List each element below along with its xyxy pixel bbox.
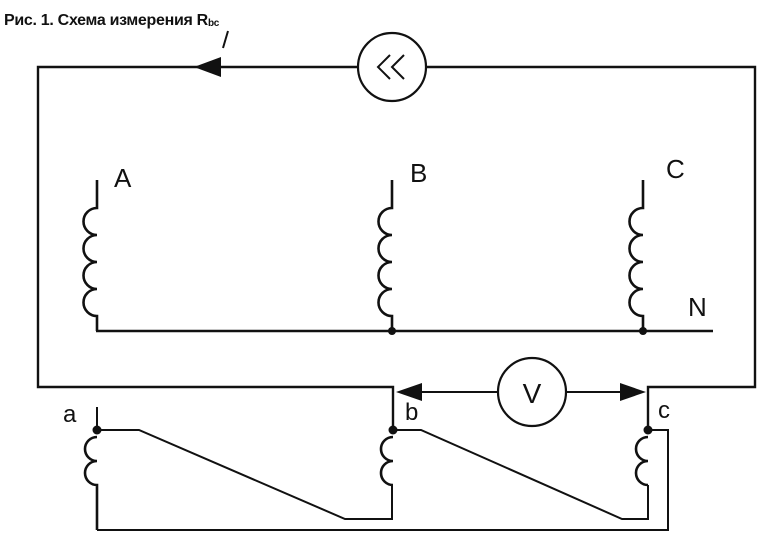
terminal-b-dot [388, 425, 398, 435]
inductor-coil-c-secondary-icon [634, 435, 649, 487]
junction-dot [388, 327, 396, 335]
label-C: C [666, 154, 685, 184]
inductor-coil-c-icon [628, 180, 645, 331]
secondary-winding-b: b [379, 399, 649, 520]
title-pointer-line [222, 30, 229, 49]
figure-title: Рис. 1. Схема измерения Rbc [4, 12, 219, 30]
current-loop-right-wire [425, 65, 757, 432]
label-a: a [63, 401, 77, 428]
delta-link-a-b [97, 429, 393, 520]
secondary-winding-a: a [63, 401, 393, 530]
terminal-a-dot [92, 425, 102, 435]
double-chevron-left-icon [376, 54, 405, 80]
secondary-winding-c: c [97, 397, 670, 531]
voltmeter-arrow-right-icon [620, 383, 646, 401]
current-source [356, 31, 428, 103]
junction-dot [639, 327, 647, 335]
primary-winding-a: A [82, 163, 132, 331]
inductor-coil-b-secondary-icon [379, 435, 394, 487]
voltmeter-circle [496, 356, 568, 428]
delta-link-c-a [97, 429, 669, 531]
label-c: c [658, 397, 670, 424]
label-B: B [410, 158, 427, 188]
current-loop-left-wire [36, 65, 395, 432]
figure-title-text: Рис. 1. Схема измерения R [4, 12, 208, 29]
label-N: N [688, 292, 707, 322]
voltmeter-arrow-left-icon [396, 383, 422, 401]
terminal-c-dot [643, 425, 653, 435]
delta-link-b-c [393, 429, 649, 520]
voltmeter-symbol: V [523, 378, 542, 409]
current-direction-arrow-icon [194, 57, 221, 77]
label-A: A [114, 163, 132, 193]
label-b: b [405, 399, 418, 426]
inductor-coil-b-icon [377, 180, 394, 331]
primary-winding-b: B [377, 158, 427, 331]
inductor-coil-a-secondary-icon [83, 435, 99, 530]
figure-title-subscript: bc [207, 18, 220, 29]
inductor-coil-a-icon [82, 180, 99, 331]
primary-winding-c: C [628, 154, 685, 331]
